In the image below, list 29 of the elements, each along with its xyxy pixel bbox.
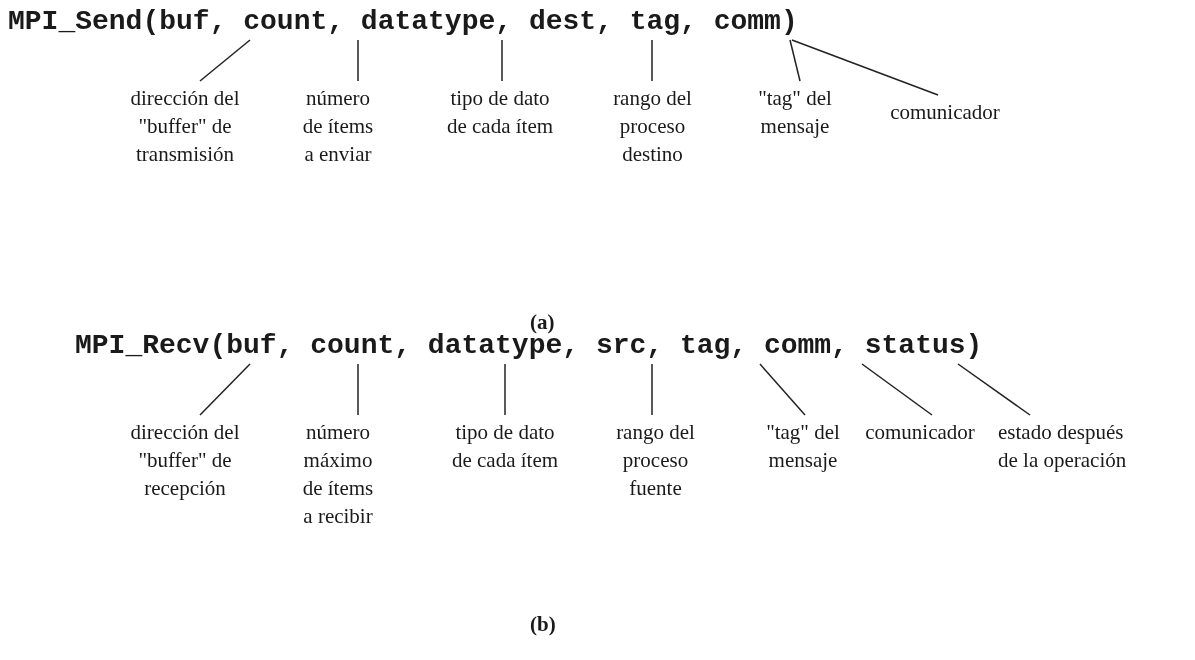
parameter-description: comunicador	[855, 418, 985, 446]
leader-line	[651, 363, 653, 416]
parameter-description: número de ítems a enviar	[298, 84, 378, 168]
leader-line	[957, 363, 1031, 416]
parameter-description: dirección del "buffer" de recepción	[123, 418, 247, 502]
parameter-description: tipo de dato de cada ítem	[450, 418, 560, 474]
parameter-description: rango del proceso fuente	[598, 418, 713, 502]
leader-line	[199, 363, 251, 416]
parameter-description: número máximo de ítems a recibir	[298, 418, 378, 530]
subfigure-label: (a)	[530, 310, 555, 334]
leader-line	[504, 363, 506, 416]
subfigure-label: (b)	[530, 612, 556, 637]
parameter-description: comunicador	[870, 98, 1020, 126]
leader-line	[791, 39, 939, 96]
parameter-description: estado después de la operación	[998, 418, 1148, 474]
parameter-description: dirección del "buffer" de transmisión	[123, 84, 247, 168]
leader-line	[789, 39, 801, 82]
leader-line	[759, 363, 806, 416]
leader-line	[199, 39, 251, 82]
leader-line	[357, 363, 359, 416]
parameter-description: tipo de dato de cada ítem	[445, 84, 555, 140]
parameter-description: "tag" del mensaje	[740, 84, 850, 140]
leader-line	[861, 363, 933, 416]
function-signature: MPI_Send(buf, count, datatype, dest, tag, comm)	[8, 6, 798, 38]
leader-line	[501, 39, 503, 82]
parameter-description: rango del proceso destino	[595, 84, 710, 168]
leader-line	[357, 39, 359, 82]
parameter-description: "tag" del mensaje	[748, 418, 858, 474]
leader-line	[651, 39, 653, 82]
